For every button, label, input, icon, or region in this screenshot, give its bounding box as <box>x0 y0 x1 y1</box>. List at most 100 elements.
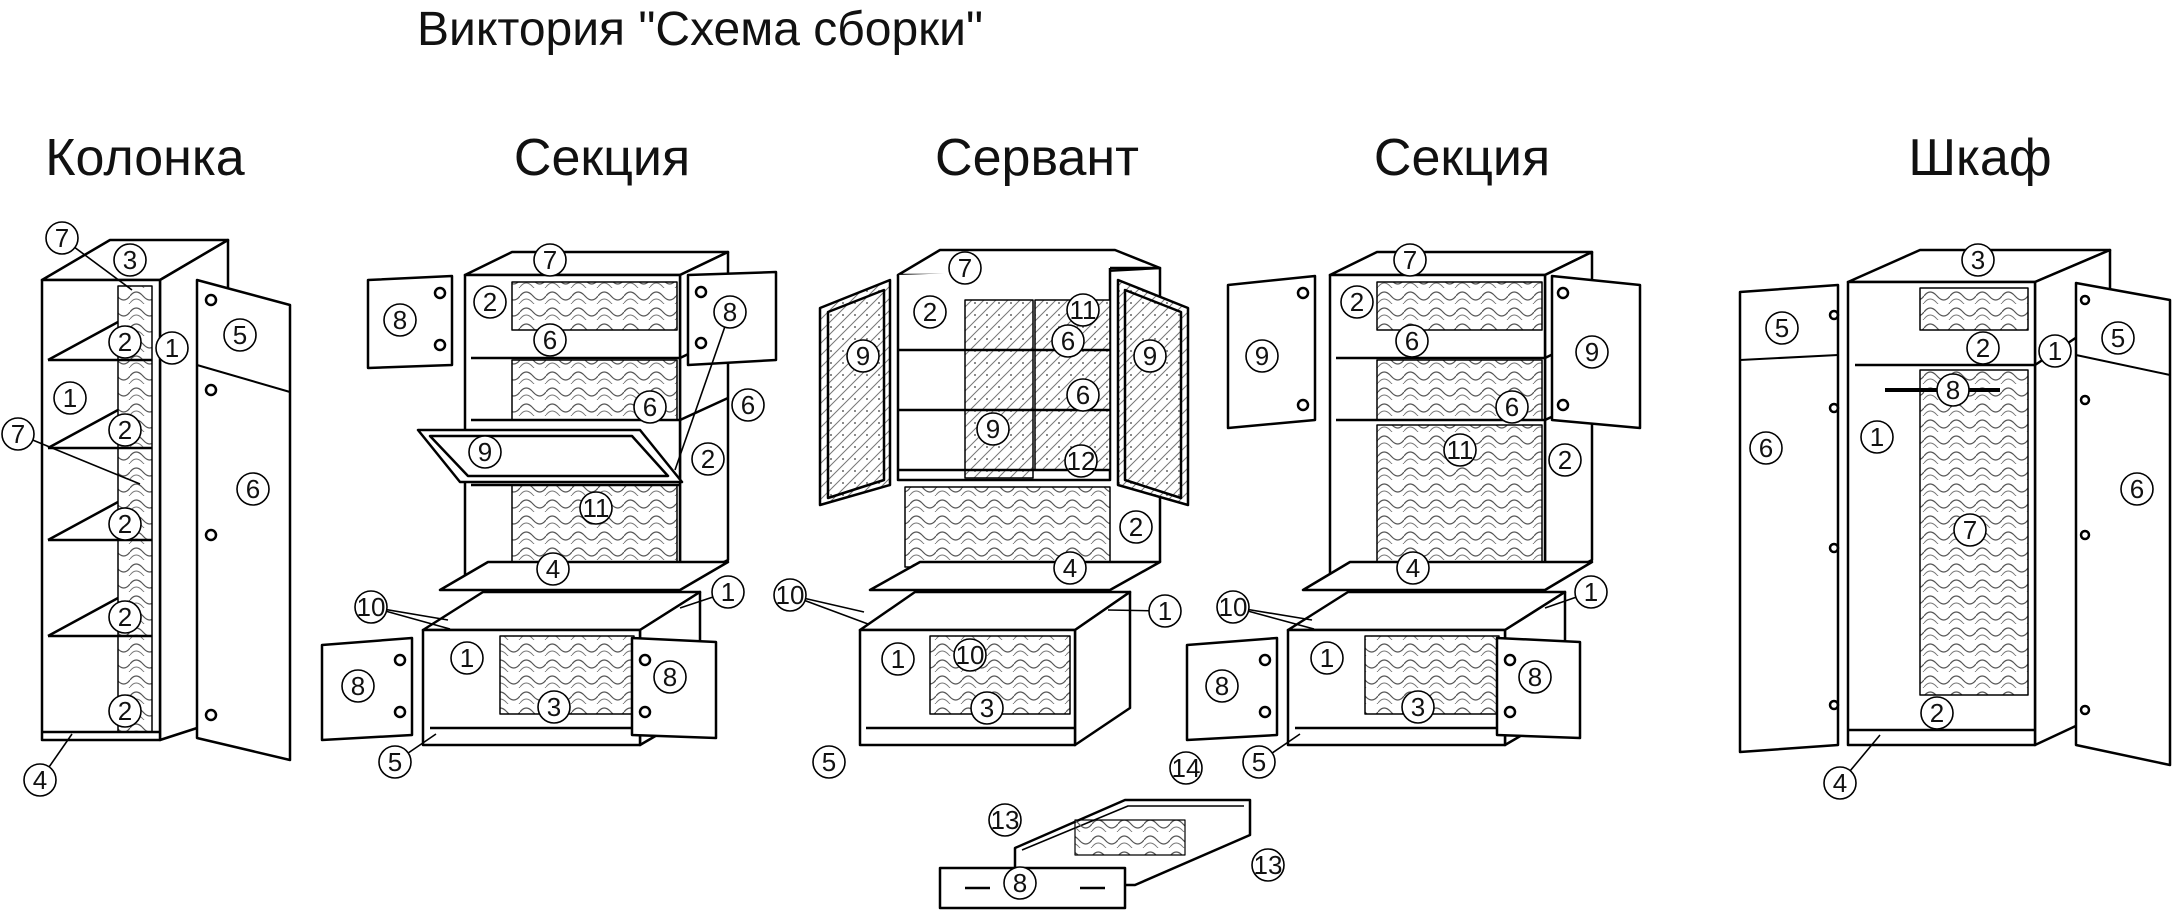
section-title-sekciya-right: Секция <box>1373 129 1551 187</box>
svg-text:7: 7 <box>55 223 69 253</box>
callout-sekciya1-part-1: 1 <box>711 575 745 609</box>
callout-servant-part-4: 4 <box>1053 551 1087 585</box>
svg-text:9: 9 <box>986 414 1000 444</box>
callout-sekciya1-part-5: 5 <box>378 745 412 779</box>
callout-servant-part-9: 9 <box>976 412 1010 446</box>
callout-sekciya1-part-6: 6 <box>533 323 567 357</box>
sekciya-right-unit <box>1185 250 1642 747</box>
callout-kolonka-part-4: 4 <box>23 763 57 797</box>
svg-text:8: 8 <box>723 297 737 327</box>
kolonka-unit <box>40 238 292 762</box>
svg-text:2: 2 <box>1930 698 1944 728</box>
svg-text:10: 10 <box>776 580 805 610</box>
svg-text:9: 9 <box>1585 337 1599 367</box>
callout-sekciya2-part-6: 6 <box>1395 324 1429 358</box>
svg-text:2: 2 <box>923 297 937 327</box>
svg-text:2: 2 <box>118 415 132 445</box>
callout-leader-line <box>17 433 141 485</box>
callout-servant-part-12: 12 <box>1064 444 1098 478</box>
callout-servant-part-3: 3 <box>970 691 1004 725</box>
callout-kolonka-part-3: 3 <box>113 243 147 277</box>
svg-text:6: 6 <box>1405 326 1419 356</box>
svg-text:8: 8 <box>1215 671 1229 701</box>
callout-shkaf-part-2: 2 <box>1966 331 2000 365</box>
svg-text:8: 8 <box>1013 868 1027 898</box>
svg-text:9: 9 <box>1255 341 1269 371</box>
callout-kolonka-part-2: 2 <box>108 600 142 634</box>
callout-servant-part-1: 1 <box>1148 594 1182 628</box>
callout-shkaf-part-6: 6 <box>1749 431 1783 465</box>
callout-sekciya1-part-7: 7 <box>533 243 567 277</box>
callout-drawer-part-14: 14 <box>1169 751 1203 785</box>
svg-text:1: 1 <box>1584 577 1598 607</box>
callout-servant-part-9: 9 <box>1133 339 1167 373</box>
svg-text:6: 6 <box>1759 433 1773 463</box>
callout-sekciya2-part-9: 9 <box>1575 335 1609 369</box>
svg-text:2: 2 <box>1558 445 1572 475</box>
callout-leader-line <box>674 311 731 471</box>
callout-kolonka-part-2: 2 <box>108 325 142 359</box>
callout-servant-part-1: 1 <box>881 642 915 676</box>
callout-kolonka-part-7: 7 <box>45 221 79 255</box>
svg-text:3: 3 <box>1971 245 1985 275</box>
svg-text:7: 7 <box>11 419 25 449</box>
section-title-sekciya-left: Секция <box>513 129 691 187</box>
callout-sekciya2-part-2: 2 <box>1548 443 1582 477</box>
callout-sekciya2-part-7: 7 <box>1393 243 1427 277</box>
callout-servant-part-5: 5 <box>812 745 846 779</box>
svg-text:1: 1 <box>1158 596 1172 626</box>
svg-text:1: 1 <box>63 383 77 413</box>
svg-text:1: 1 <box>1870 422 1884 452</box>
callout-sekciya1-part-11: 11 <box>579 491 613 525</box>
callout-drawer-part-8: 8 <box>1003 866 1037 900</box>
servant-unit <box>818 248 1252 910</box>
svg-text:5: 5 <box>1775 313 1789 343</box>
svg-text:6: 6 <box>246 474 260 504</box>
callout-sekciya2-part-8: 8 <box>1518 660 1552 694</box>
callout-servant-part-2: 2 <box>913 295 947 329</box>
callout-shkaf-part-3: 3 <box>1961 243 1995 277</box>
callout-drawer-part-13: 13 <box>1251 848 1285 882</box>
svg-text:6: 6 <box>543 325 557 355</box>
callout-sekciya2-part-1: 1 <box>1574 575 1608 609</box>
callout-sekciya1-part-8: 8 <box>713 295 747 329</box>
callout-sekciya2-part-2: 2 <box>1340 285 1374 319</box>
section-title-shkaf: Шкаф <box>1908 129 2052 187</box>
callout-sekciya1-part-6: 6 <box>731 388 765 422</box>
callout-shkaf-part-1: 1 <box>1860 420 1894 454</box>
svg-text:12: 12 <box>1067 446 1096 476</box>
callout-sekciya2-part-11: 11 <box>1443 433 1477 467</box>
svg-text:7: 7 <box>1963 515 1977 545</box>
svg-text:13: 13 <box>1254 850 1283 880</box>
svg-text:2: 2 <box>118 696 132 726</box>
section-title-servant: Сервант <box>935 129 1139 187</box>
svg-text:4: 4 <box>1833 768 1847 798</box>
svg-text:4: 4 <box>1063 553 1077 583</box>
callout-sekciya2-part-8: 8 <box>1205 669 1239 703</box>
callout-sekciya1-part-1: 1 <box>450 641 484 675</box>
svg-text:10: 10 <box>357 592 386 622</box>
callout-sekciya1-part-10: 10 <box>354 590 388 624</box>
svg-text:9: 9 <box>856 341 870 371</box>
svg-text:9: 9 <box>1143 341 1157 371</box>
svg-text:14: 14 <box>1172 753 1201 783</box>
diagram-title: Виктория "Схема сборки" <box>417 3 983 56</box>
callout-sekciya2-part-6: 6 <box>1495 390 1529 424</box>
svg-text:8: 8 <box>663 662 677 692</box>
svg-text:6: 6 <box>2130 474 2144 504</box>
svg-text:1: 1 <box>891 644 905 674</box>
svg-text:13: 13 <box>991 805 1020 835</box>
callout-shkaf-part-1: 1 <box>2038 334 2072 368</box>
svg-text:8: 8 <box>1528 662 1542 692</box>
callout-shkaf-part-8: 8 <box>1936 373 1970 407</box>
svg-text:2: 2 <box>118 509 132 539</box>
callout-sekciya1-part-8: 8 <box>383 303 417 337</box>
callout-sekciya2-part-3: 3 <box>1401 690 1435 724</box>
svg-text:10: 10 <box>1219 592 1248 622</box>
callout-kolonka-part-5: 5 <box>223 318 257 352</box>
callout-servant-part-10: 10 <box>953 638 987 672</box>
svg-text:1: 1 <box>460 643 474 673</box>
svg-text:1: 1 <box>165 333 179 363</box>
callout-drawer-part-13: 13 <box>988 803 1022 837</box>
